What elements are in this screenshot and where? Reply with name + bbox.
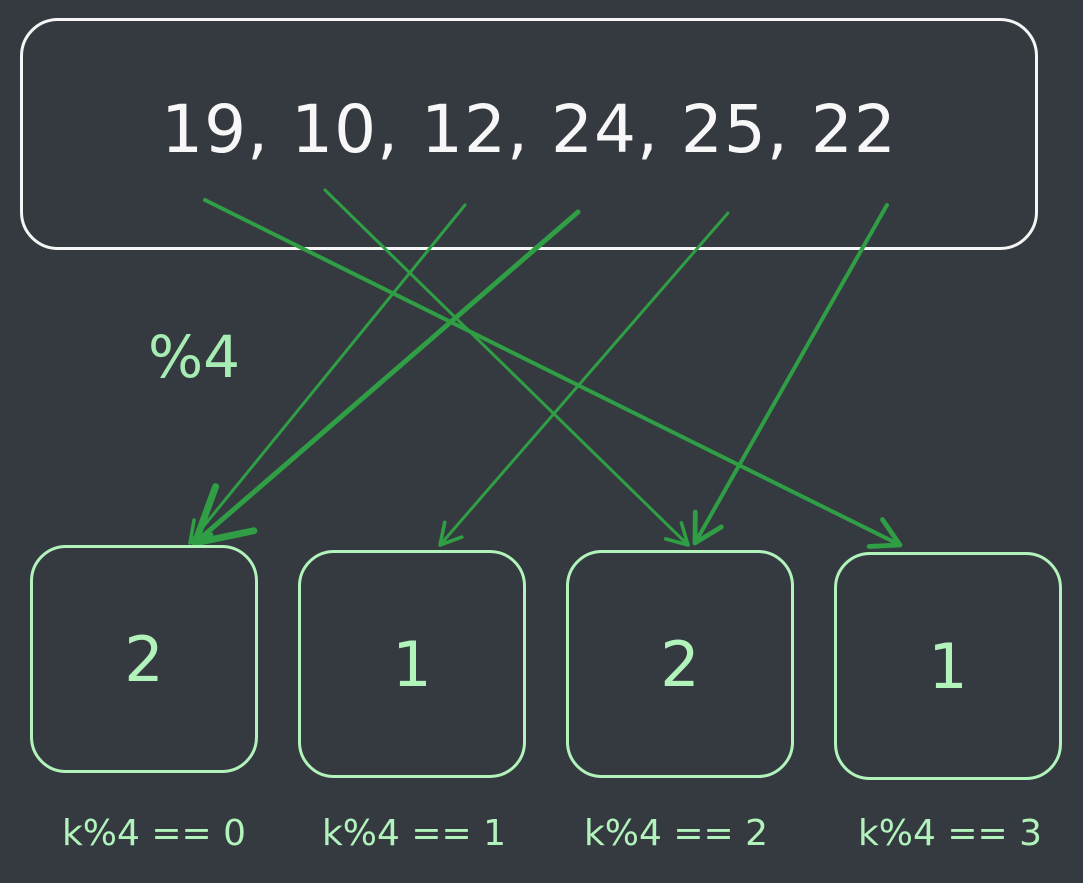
bucket-3-condition: k%4 == 3 bbox=[857, 813, 1043, 854]
bucket-3: 1 bbox=[834, 552, 1062, 780]
arrow-22-to-bucket-2 bbox=[692, 203, 889, 546]
bucket-0-condition: k%4 == 0 bbox=[61, 813, 247, 854]
bucket-1: 1 bbox=[298, 550, 526, 778]
arrow-10-to-bucket-2 bbox=[323, 188, 690, 547]
bucket-2-condition: k%4 == 2 bbox=[583, 813, 769, 854]
bucket-2: 2 bbox=[566, 550, 794, 778]
bucket-3-count: 1 bbox=[928, 629, 968, 703]
arrow-19-to-bucket-3 bbox=[203, 198, 903, 549]
bucket-0-count: 2 bbox=[124, 622, 164, 696]
bucket-1-condition: k%4 == 1 bbox=[321, 813, 507, 854]
arrow-25-to-bucket-1 bbox=[438, 211, 730, 547]
modulo-operation-label: %4 bbox=[148, 323, 241, 391]
input-values-box bbox=[20, 18, 1038, 250]
bucket-2-count: 2 bbox=[660, 627, 700, 701]
bucket-0: 2 bbox=[30, 545, 258, 773]
arrow-24-to-bucket-0 bbox=[191, 209, 581, 547]
bucket-1-count: 1 bbox=[392, 627, 432, 701]
input-values-text: 19, 10, 12, 24, 25, 22 bbox=[161, 91, 897, 168]
